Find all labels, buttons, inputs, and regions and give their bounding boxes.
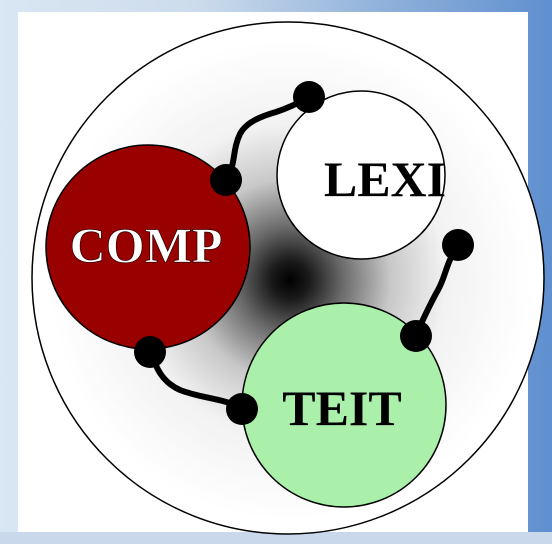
connector-node-lexi-right	[442, 229, 474, 261]
connector-node-comp-top	[210, 164, 242, 196]
connector-node-lexi-top	[293, 81, 325, 113]
connector-comp-lexi	[223, 95, 311, 183]
connector-node-comp-bottom	[134, 336, 166, 368]
lexi-label: LEXI	[324, 151, 446, 207]
teit-label: TEIT	[282, 380, 402, 436]
comp-label: COMP	[70, 217, 223, 273]
lexi-circle	[276, 90, 446, 260]
connector-lexi-teit	[413, 243, 461, 337]
connector-node-teit-top	[400, 320, 432, 352]
connector-node-teit-left	[226, 393, 258, 425]
page-bottom-strip	[0, 532, 552, 544]
